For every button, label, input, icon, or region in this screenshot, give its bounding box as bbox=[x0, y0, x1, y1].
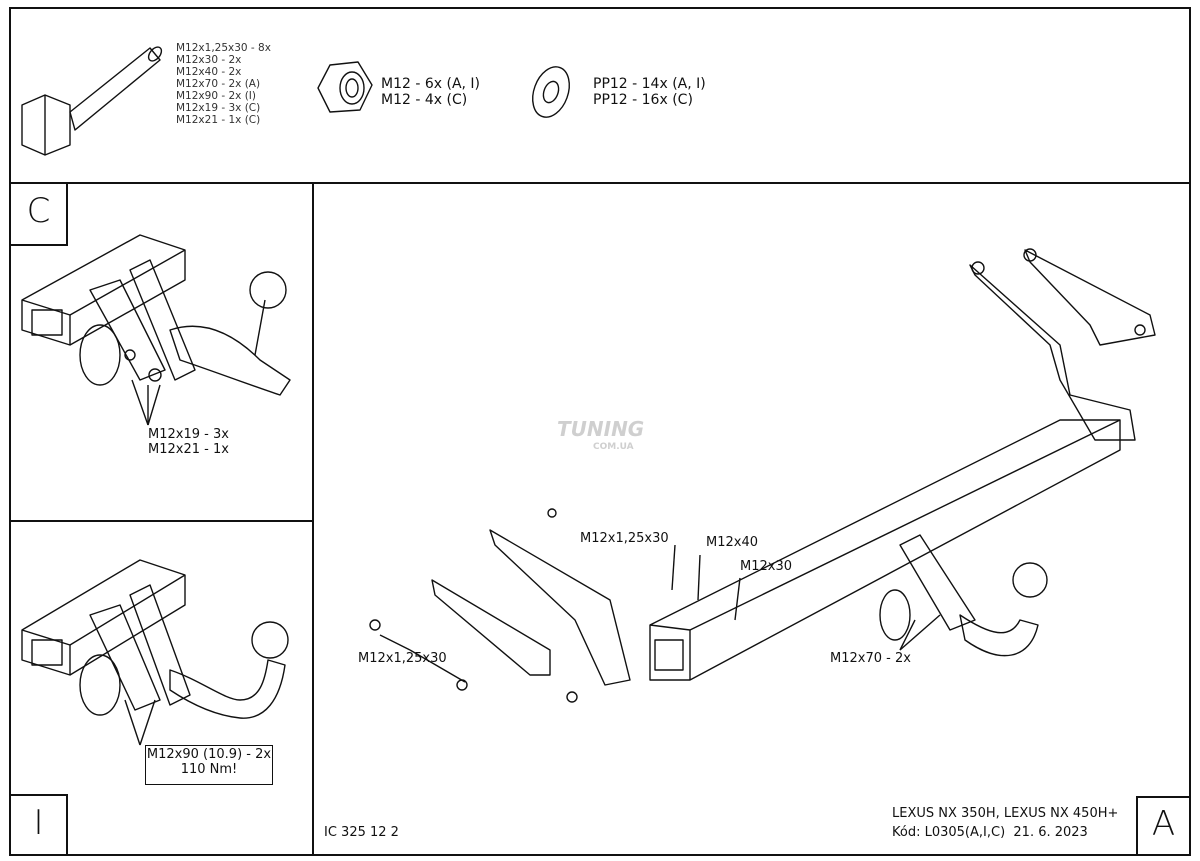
nut-item: M12 - 6x (A, I) bbox=[381, 76, 481, 92]
bolt-item: M12x40 - 2x bbox=[176, 66, 242, 79]
vehicle-model: LEXUS NX 350H, LEXUS NX 450H+ bbox=[892, 806, 1119, 821]
bolt-label: M12x19 - 3x bbox=[148, 427, 229, 442]
label-bolt-left: M12x1,25x30 bbox=[358, 651, 447, 666]
bolt-icon bbox=[21, 46, 163, 156]
bolt-item: M12x21 - 1x (C) bbox=[176, 114, 261, 127]
label-bolt-40: M12x40 bbox=[706, 535, 758, 550]
nut-icon bbox=[317, 61, 373, 113]
variant-c-letter: C bbox=[26, 191, 51, 231]
bolt-item: M12x19 - 3x (C) bbox=[176, 102, 261, 115]
variant-c-labels: M12x19 - 3x M12x21 - 1x bbox=[148, 427, 229, 458]
variant-a-letter-box bbox=[1136, 796, 1191, 856]
parts-panel bbox=[9, 7, 1191, 184]
bolt-item: M12x70 - 2x (A) bbox=[176, 78, 261, 91]
watermark-sub: COM.UA bbox=[593, 442, 634, 452]
variant-c-letter-box bbox=[9, 182, 68, 246]
label-bolt-top: M12x1,25x30 bbox=[580, 531, 669, 546]
label-bolt-70: M12x70 - 2x bbox=[830, 651, 911, 666]
washer-item: PP12 - 16x (C) bbox=[593, 92, 693, 109]
hitch-a-drawing bbox=[369, 248, 1156, 703]
variant-a-letter: A bbox=[1151, 804, 1176, 844]
washer-list: PP12 - 14x (A, I) PP12 - 16x (C) bbox=[593, 76, 706, 108]
bolt-item: M12x1,25x30 - 8x bbox=[176, 42, 271, 54]
variant-i-labels: M12x90 (10.9) - 2x 110 Nm! bbox=[145, 747, 273, 778]
bolt-item: M12x90 - 2x (I) bbox=[176, 90, 256, 103]
kod-date: Kód: L0305(A,I,C) 21. 6. 2023 bbox=[892, 825, 1088, 840]
variant-i-panel bbox=[9, 520, 314, 856]
watermark-logo: TUNING COM.UA bbox=[555, 400, 645, 460]
drawing-code: IC 325 12 2 bbox=[324, 825, 399, 840]
nut-list: M12 - 6x (A, I) M12 - 4x (C) bbox=[381, 76, 480, 108]
watermark-text: TUNING bbox=[557, 417, 645, 441]
variant-i-letter-box bbox=[9, 794, 68, 856]
washer-item: PP12 - 14x (A, I) bbox=[593, 76, 706, 92]
torque-box bbox=[145, 745, 273, 785]
label-bolt-30: M12x30 bbox=[740, 559, 792, 574]
variant-i-letter: I bbox=[33, 803, 44, 843]
nut-item: M12 - 4x (C) bbox=[381, 92, 468, 109]
bolt-label: M12x21 - 1x bbox=[148, 441, 229, 457]
torque-label: 110 Nm! bbox=[180, 761, 238, 777]
bolt-list: M12x1,25x30 - 8x M12x30 - 2x M12x40 - 2x… bbox=[176, 42, 271, 126]
bolt-label: M12x90 (10.9) - 2x bbox=[146, 747, 272, 762]
hitch-c-drawing bbox=[21, 234, 291, 426]
hitch-i-drawing bbox=[21, 559, 289, 746]
bolt-item: M12x30 - 2x bbox=[176, 54, 242, 67]
washer-icon bbox=[532, 66, 570, 118]
